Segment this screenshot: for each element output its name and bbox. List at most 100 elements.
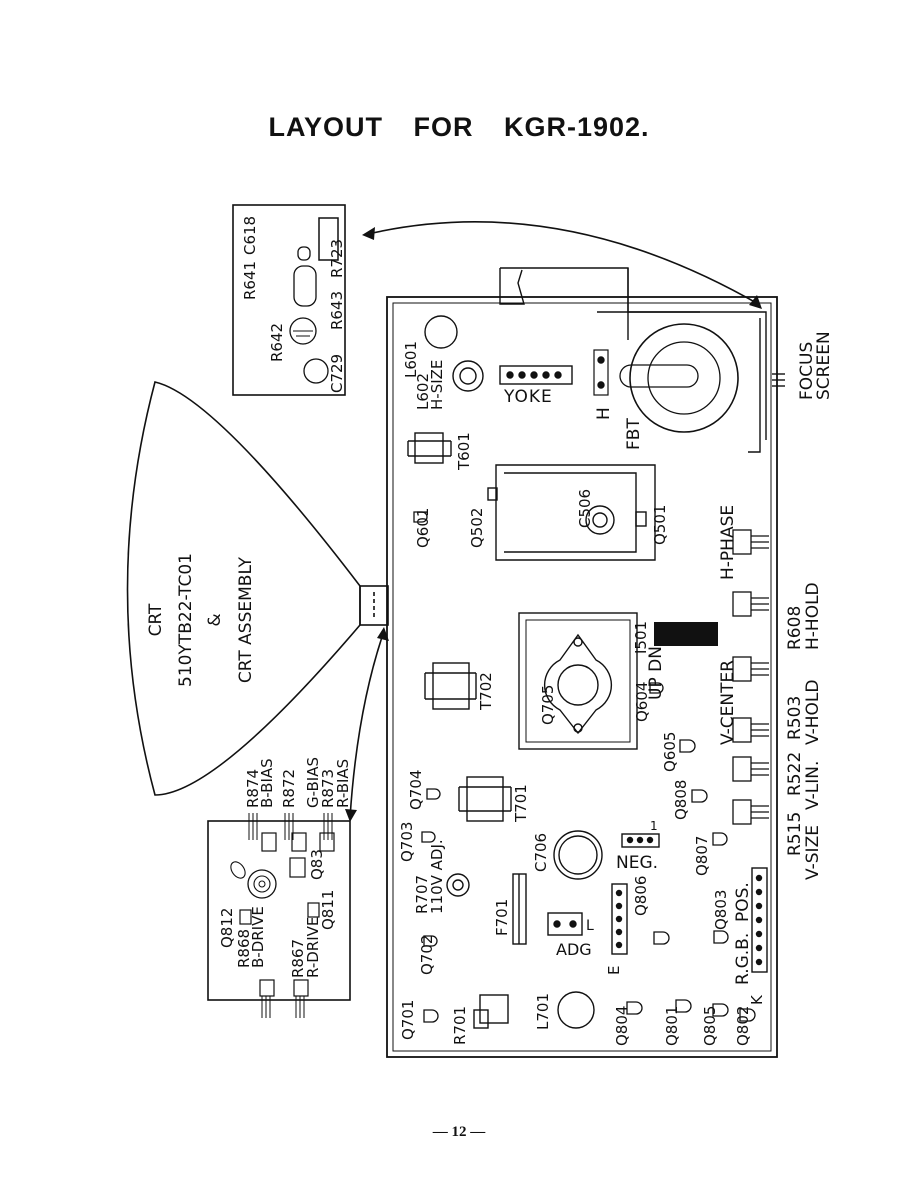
main-pcb	[386, 296, 778, 1058]
q804-label: Q804	[613, 1006, 631, 1046]
c706-label: C706	[532, 833, 550, 872]
g-bias-label: G-BIAS	[304, 757, 322, 808]
q83-label: Q83	[308, 849, 326, 880]
h-hold-label: H-HOLD	[803, 582, 823, 650]
v-size-label: V-SIZE	[803, 825, 823, 880]
r-drive-label: R-DRIVE	[304, 917, 322, 978]
q807-label: Q807	[693, 836, 711, 876]
q601-transistor	[413, 511, 428, 523]
r873-label: R873	[319, 769, 337, 808]
r-bias-label: R-BIAS	[334, 759, 352, 808]
pin1-label: 1	[650, 819, 658, 833]
110v-adj-label: 110V ADJ.	[428, 839, 446, 914]
l601-label: L601	[402, 341, 420, 378]
i501-label: I501	[632, 621, 650, 654]
q801-label: Q801	[663, 1006, 681, 1046]
page-title: LAYOUT FOR KGR-1902.	[268, 112, 650, 142]
q808-label: Q808	[672, 780, 690, 820]
crt-assembly-label: CRT ASSEMBLY	[236, 556, 256, 683]
coils-yoke	[424, 315, 573, 392]
q811-label: Q811	[319, 890, 337, 930]
r872-label: R872	[280, 769, 298, 808]
r707-label: R707	[413, 875, 431, 914]
pos-label: POS.	[733, 882, 753, 922]
q803-label: Q803	[712, 890, 730, 930]
l701-label: L701	[534, 993, 552, 1030]
control-pots	[732, 529, 769, 825]
r867-label: R867	[289, 939, 307, 978]
r608-label: R608	[785, 606, 805, 650]
crt-label: CRT	[146, 603, 166, 636]
t601-transformer	[407, 432, 452, 464]
v-hold-label: V-HOLD	[803, 680, 823, 746]
neg-label: NEG.	[616, 853, 658, 873]
r701-label: R701	[451, 1006, 469, 1045]
fbt-area	[499, 267, 785, 453]
connection-arrows	[349, 221, 761, 819]
b-bias-label: B-BIAS	[258, 758, 276, 808]
r522-label: R522	[785, 752, 805, 796]
crt-outline	[126, 381, 389, 796]
r874-label: R874	[244, 769, 262, 808]
v-center-label: V-CENTER	[718, 660, 738, 745]
heatsink-q501-q502	[487, 464, 656, 561]
q703-label: Q703	[398, 822, 416, 862]
crt-label-group: CRT 510YTB22-TC01 & CRT ASSEMBLY	[146, 553, 256, 687]
r868-label: R868	[235, 929, 253, 968]
screen-label: SCREEN	[814, 331, 834, 400]
adg-label: ADG	[556, 940, 592, 959]
q805-label: Q805	[701, 1006, 719, 1046]
crt-ampersand: &	[205, 613, 225, 626]
r642-label: R642	[268, 323, 286, 362]
page-number: — 12 —	[432, 1124, 486, 1140]
q502-label: Q502	[468, 508, 486, 548]
yoke-label: YOKE	[503, 387, 553, 407]
lower-components	[446, 830, 768, 1029]
q806-label: Q806	[632, 876, 650, 916]
q802-label: Q802	[734, 1006, 752, 1046]
q501-label: Q501	[651, 505, 669, 545]
q704-label: Q704	[407, 770, 425, 810]
video-board-labels: R874 B-BIAS R872 G-BIAS R873 R-BIAS Q812…	[218, 757, 352, 978]
v-lin-label: V-LIN.	[803, 761, 823, 810]
e-label: E	[605, 966, 623, 975]
focus-board-labels: R641 C618 R642 R643 R723 C729	[241, 216, 346, 393]
t601-label: T601	[455, 432, 473, 471]
h-label: H	[594, 407, 614, 420]
focus-label: FOCUS	[797, 342, 817, 400]
heatsink-q705	[518, 612, 638, 750]
q601-label: Q601	[414, 508, 432, 548]
control-labels: H-PHASE R608 H-HOLD V-CENTER R503 V-HOLD…	[718, 331, 834, 880]
t701-label: T701	[512, 784, 530, 823]
rgb-label: R.G.B.	[733, 933, 753, 985]
c618-label: C618	[241, 216, 259, 255]
q701-label: Q701	[399, 1000, 417, 1040]
t702-label: T702	[477, 672, 495, 711]
q705-label: Q705	[539, 685, 557, 725]
h-size-label: H-SIZE	[428, 360, 446, 410]
q605-label: Q605	[661, 732, 679, 772]
q702-label: Q702	[418, 935, 436, 975]
k-label: K	[748, 994, 766, 1005]
t702-transformer	[424, 662, 477, 710]
arrowheads	[345, 227, 762, 822]
fbt-label: FBT	[624, 418, 644, 450]
l602-label: L602	[414, 373, 432, 410]
r723-label: R723	[328, 239, 346, 278]
h-phase-label: H-PHASE	[718, 505, 738, 580]
video-board	[207, 813, 351, 1018]
r503-label: R503	[785, 696, 805, 740]
r643-label: R643	[328, 291, 346, 330]
q812-label: Q812	[218, 908, 236, 948]
up-dn-label: UP DN	[646, 646, 666, 700]
small-transistors	[421, 682, 756, 1023]
l-label: L	[586, 918, 594, 934]
focus-board	[232, 204, 346, 396]
q604-label: Q604	[633, 682, 651, 722]
t701-transformer	[458, 776, 512, 822]
b-drive-label: B-DRIVE	[249, 906, 267, 968]
main-board-labels: L601 L602 H-SIZE YOKE H FBT T601 Q601 Q5…	[398, 341, 766, 1046]
r515-label: R515	[785, 812, 805, 856]
c506-label: C506	[576, 489, 594, 528]
